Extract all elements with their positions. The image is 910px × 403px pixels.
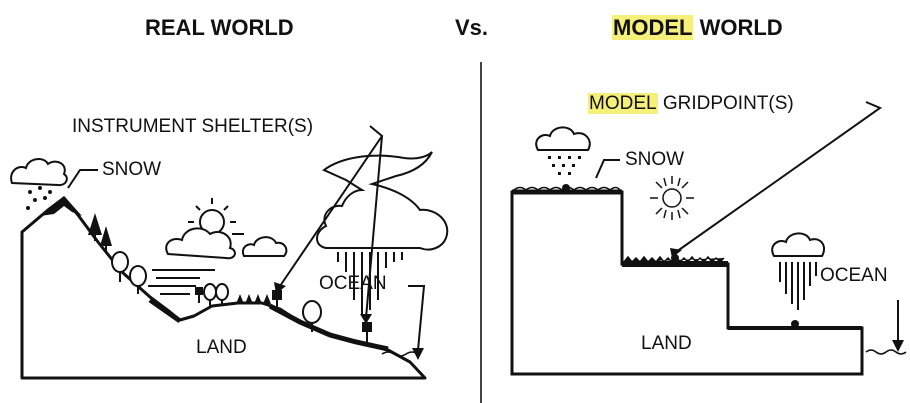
model-world-highlight: MODEL [612, 15, 694, 40]
real-snow-cap [40, 196, 82, 216]
real-shelter-pointer-2 [365, 135, 383, 319]
real-sun [188, 198, 244, 235]
model-gridpoints [562, 184, 799, 328]
real-round-trees [111, 251, 229, 306]
model-gridpoint-rest: GRIDPOINT(S) [657, 93, 794, 114]
real-snow-cloud [10, 158, 68, 187]
real-cloud-2 [242, 236, 288, 257]
real-land-label: LAND [196, 337, 247, 358]
model-gridpoint-pointer [675, 101, 883, 253]
real-storm-cloud [316, 151, 449, 251]
real-ground-strip [148, 297, 182, 324]
model-world-rest: WORLD [693, 15, 783, 40]
model-rain [779, 262, 817, 310]
real-ocean-waves [381, 351, 419, 357]
vs-label: Vs. [455, 15, 489, 40]
real-fog-lines [148, 269, 215, 295]
model-snowflakes [548, 156, 581, 175]
real-ocean-arrowhead [412, 348, 424, 360]
real-snowflakes [26, 186, 52, 210]
real-ocean-tree [302, 300, 322, 332]
model-snow-label: SNOW [625, 149, 685, 170]
real-trees [88, 213, 112, 252]
model-snow-cloud [535, 126, 591, 151]
real-snow-label: SNOW [102, 159, 162, 180]
model-snow-pointer [595, 159, 620, 179]
model-world-title: MODEL WORLD [612, 15, 783, 40]
real-ground-strip-2 [268, 303, 389, 352]
model-rain-cloud [771, 232, 826, 257]
real-shelter-arrowhead-1 [274, 282, 286, 294]
model-ocean-arrowhead [892, 340, 904, 352]
real-ocean-shelter [362, 322, 372, 344]
model-sun [650, 176, 694, 220]
model-gridpoint-label: MODEL GRIDPOINT(S) [588, 93, 794, 114]
instrument-shelter-label: INSTRUMENT SHELTER(S) [72, 116, 314, 137]
real-ocean-pointer [408, 285, 426, 351]
real-valley-shelters [195, 287, 203, 303]
real-world-title: REAL WORLD [145, 15, 294, 40]
real-shelter-arrowhead-2 [360, 314, 372, 324]
real-snow-pointer [67, 169, 98, 189]
model-gridpoint-highlight: MODEL [588, 93, 658, 114]
real-small-trees [236, 294, 271, 304]
real-ocean-label: OCEAN [319, 273, 387, 294]
real-instrument-shelter [272, 290, 282, 308]
model-land-label: LAND [641, 333, 692, 354]
model-gridpoint-arrowhead [670, 248, 682, 258]
real-cloud-1 [165, 227, 236, 260]
model-ocean-waves [865, 349, 907, 355]
model-ocean-label: OCEAN [820, 265, 888, 286]
